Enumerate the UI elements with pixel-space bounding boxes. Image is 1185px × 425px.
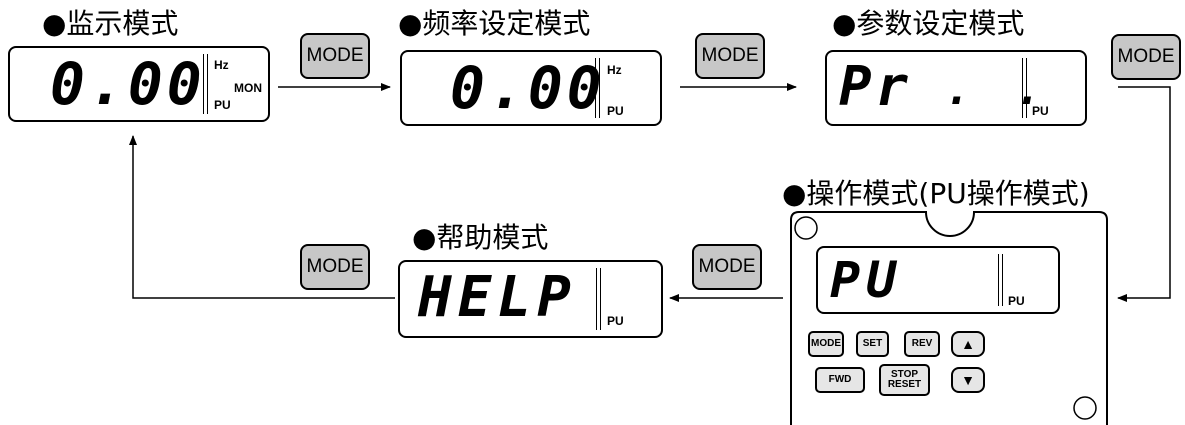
screw-hole-bottom-right xyxy=(1073,396,1097,420)
keypad-stop-reset-button[interactable]: STOP RESET xyxy=(879,364,930,396)
pu-indicator: PU xyxy=(607,104,624,118)
keypad-fwd-button[interactable]: FWD xyxy=(815,367,865,393)
display-divider xyxy=(1022,58,1027,118)
mode-button[interactable]: MODE xyxy=(695,33,765,79)
display-value: PU xyxy=(830,251,903,309)
display-divider xyxy=(203,54,208,114)
mode-button[interactable]: MODE xyxy=(300,244,370,290)
pu-indicator: PU xyxy=(214,98,231,112)
monitor-display: 0.00 Hz MON PU xyxy=(8,46,270,122)
parameter-mode-title: ●参数设定模式 xyxy=(832,7,1025,40)
frequency-display: 0.00 Hz PU xyxy=(400,50,662,126)
frequency-mode-title: ●频率设定模式 xyxy=(398,7,591,40)
display-dots: . . xyxy=(945,65,1051,114)
hz-indicator: Hz xyxy=(607,63,622,77)
stop-label: STOP xyxy=(890,369,919,380)
up-arrow-icon[interactable]: ▲ xyxy=(951,331,985,357)
help-display: HELP PU xyxy=(398,260,663,338)
keypad-mode-button[interactable]: MODE xyxy=(808,331,844,357)
screw-hole-top-left xyxy=(794,216,818,240)
arrow-help-to-monitor xyxy=(129,135,395,299)
keypad-rev-button[interactable]: REV xyxy=(904,331,940,357)
hz-indicator: Hz xyxy=(214,58,229,72)
mon-indicator: MON xyxy=(234,81,262,95)
help-mode-title: ●帮助模式 xyxy=(412,221,549,254)
display-value: Pr xyxy=(839,55,913,118)
mode-button[interactable]: MODE xyxy=(300,33,370,79)
operation-display: PU PU xyxy=(816,246,1060,314)
pu-indicator: PU xyxy=(607,314,624,328)
reset-label: RESET xyxy=(887,379,922,390)
pu-indicator: PU xyxy=(1032,104,1049,118)
mode-button[interactable]: MODE xyxy=(1111,34,1181,80)
display-value: HELP xyxy=(418,265,577,330)
down-arrow-icon[interactable]: ▼ xyxy=(951,367,985,393)
parameter-display: Pr . . PU xyxy=(825,50,1087,126)
display-divider xyxy=(595,58,600,118)
arrow-parameter-to-operation xyxy=(1117,86,1171,302)
display-divider xyxy=(596,268,601,330)
pu-indicator: PU xyxy=(1008,294,1025,308)
operation-mode-title: ●操作模式(PU操作模式) xyxy=(782,177,1090,210)
display-divider xyxy=(998,254,1003,306)
display-value: 0.00 xyxy=(450,54,606,122)
monitor-mode-title: ●监示模式 xyxy=(42,7,179,40)
keypad-set-button[interactable]: SET xyxy=(856,331,889,357)
display-value: 0.00 xyxy=(50,50,206,118)
mode-button[interactable]: MODE xyxy=(692,244,762,290)
